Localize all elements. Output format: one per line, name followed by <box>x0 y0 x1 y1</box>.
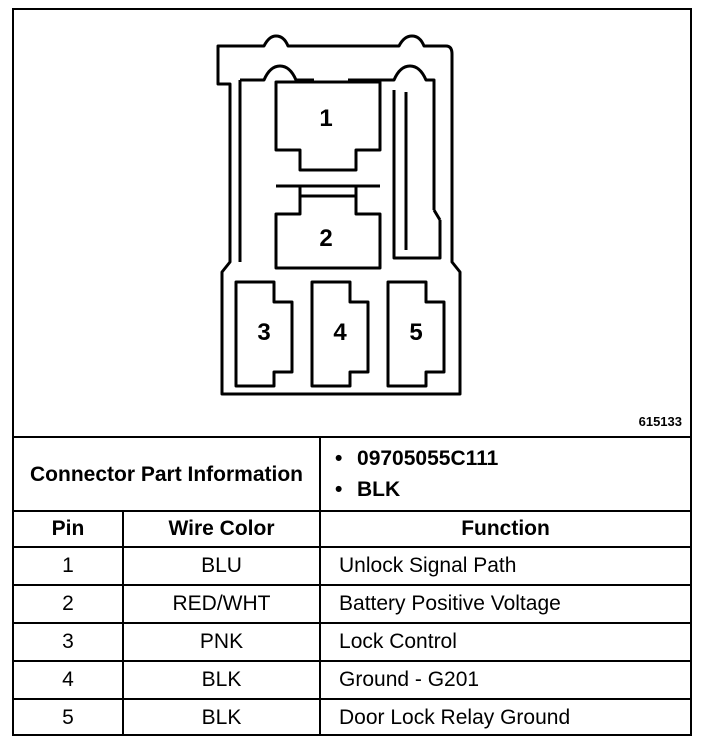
pin-1-label: 1 <box>319 105 332 132</box>
part-info-label: Connector Part Information <box>14 436 322 512</box>
pin-cell: 2 <box>14 584 124 624</box>
pin-5-cavity <box>386 280 446 388</box>
connector-drawing: 1 2 3 4 5 <box>216 34 462 396</box>
table-row: 4 BLK Ground - G201 <box>14 660 691 700</box>
header-wire-color: Wire Color <box>121 510 322 548</box>
part-number: 09705055C111 <box>335 443 690 474</box>
connector-face-view: 1 2 3 4 5 615133 <box>14 10 690 436</box>
function-cell: Door Lock Relay Ground <box>319 698 691 736</box>
pin-3-label: 3 <box>257 319 270 346</box>
pin-cell: 5 <box>14 698 124 736</box>
table-row: 2 RED/WHT Battery Positive Voltage <box>14 584 691 624</box>
housing-inner-rail <box>238 64 436 262</box>
latch-arm <box>392 90 442 260</box>
figure-id: 615133 <box>638 414 682 429</box>
table-header-row: Pin Wire Color Function <box>14 510 691 548</box>
pin-4-cavity <box>310 280 370 388</box>
pin-5-label: 5 <box>409 319 422 346</box>
part-color: BLK <box>335 474 690 505</box>
function-cell: Ground - G201 <box>319 660 691 700</box>
wire-color-cell: BLK <box>121 698 322 736</box>
connector-diagram-frame: 1 2 3 4 5 615133 Connector Part Informat… <box>12 8 692 736</box>
pin-2-label: 2 <box>319 225 332 252</box>
pin-2-cavity <box>274 184 382 270</box>
part-info-values: 09705055C111 BLK <box>319 436 691 512</box>
function-cell: Lock Control <box>319 622 691 662</box>
table-row: 3 PNK Lock Control <box>14 622 691 662</box>
pin-cell: 1 <box>14 546 124 586</box>
pin-1-cavity <box>274 80 382 172</box>
wire-color-cell: BLU <box>121 546 322 586</box>
pin-3-cavity <box>234 280 294 388</box>
header-function: Function <box>319 510 691 548</box>
wire-color-cell: PNK <box>121 622 322 662</box>
wire-color-cell: BLK <box>121 660 322 700</box>
pin-4-label: 4 <box>333 319 347 346</box>
table-row: 5 BLK Door Lock Relay Ground <box>14 698 691 736</box>
wire-color-cell: RED/WHT <box>121 584 322 624</box>
pin-cell: 3 <box>14 622 124 662</box>
function-cell: Unlock Signal Path <box>319 546 691 586</box>
connector-info-table: Connector Part Information 09705055C111 … <box>14 436 691 736</box>
table-row: 1 BLU Unlock Signal Path <box>14 546 691 586</box>
function-cell: Battery Positive Voltage <box>319 584 691 624</box>
housing-outline <box>216 34 462 396</box>
pin-cell: 4 <box>14 660 124 700</box>
header-pin: Pin <box>14 510 124 548</box>
part-info-row: Connector Part Information 09705055C111 … <box>14 436 691 512</box>
